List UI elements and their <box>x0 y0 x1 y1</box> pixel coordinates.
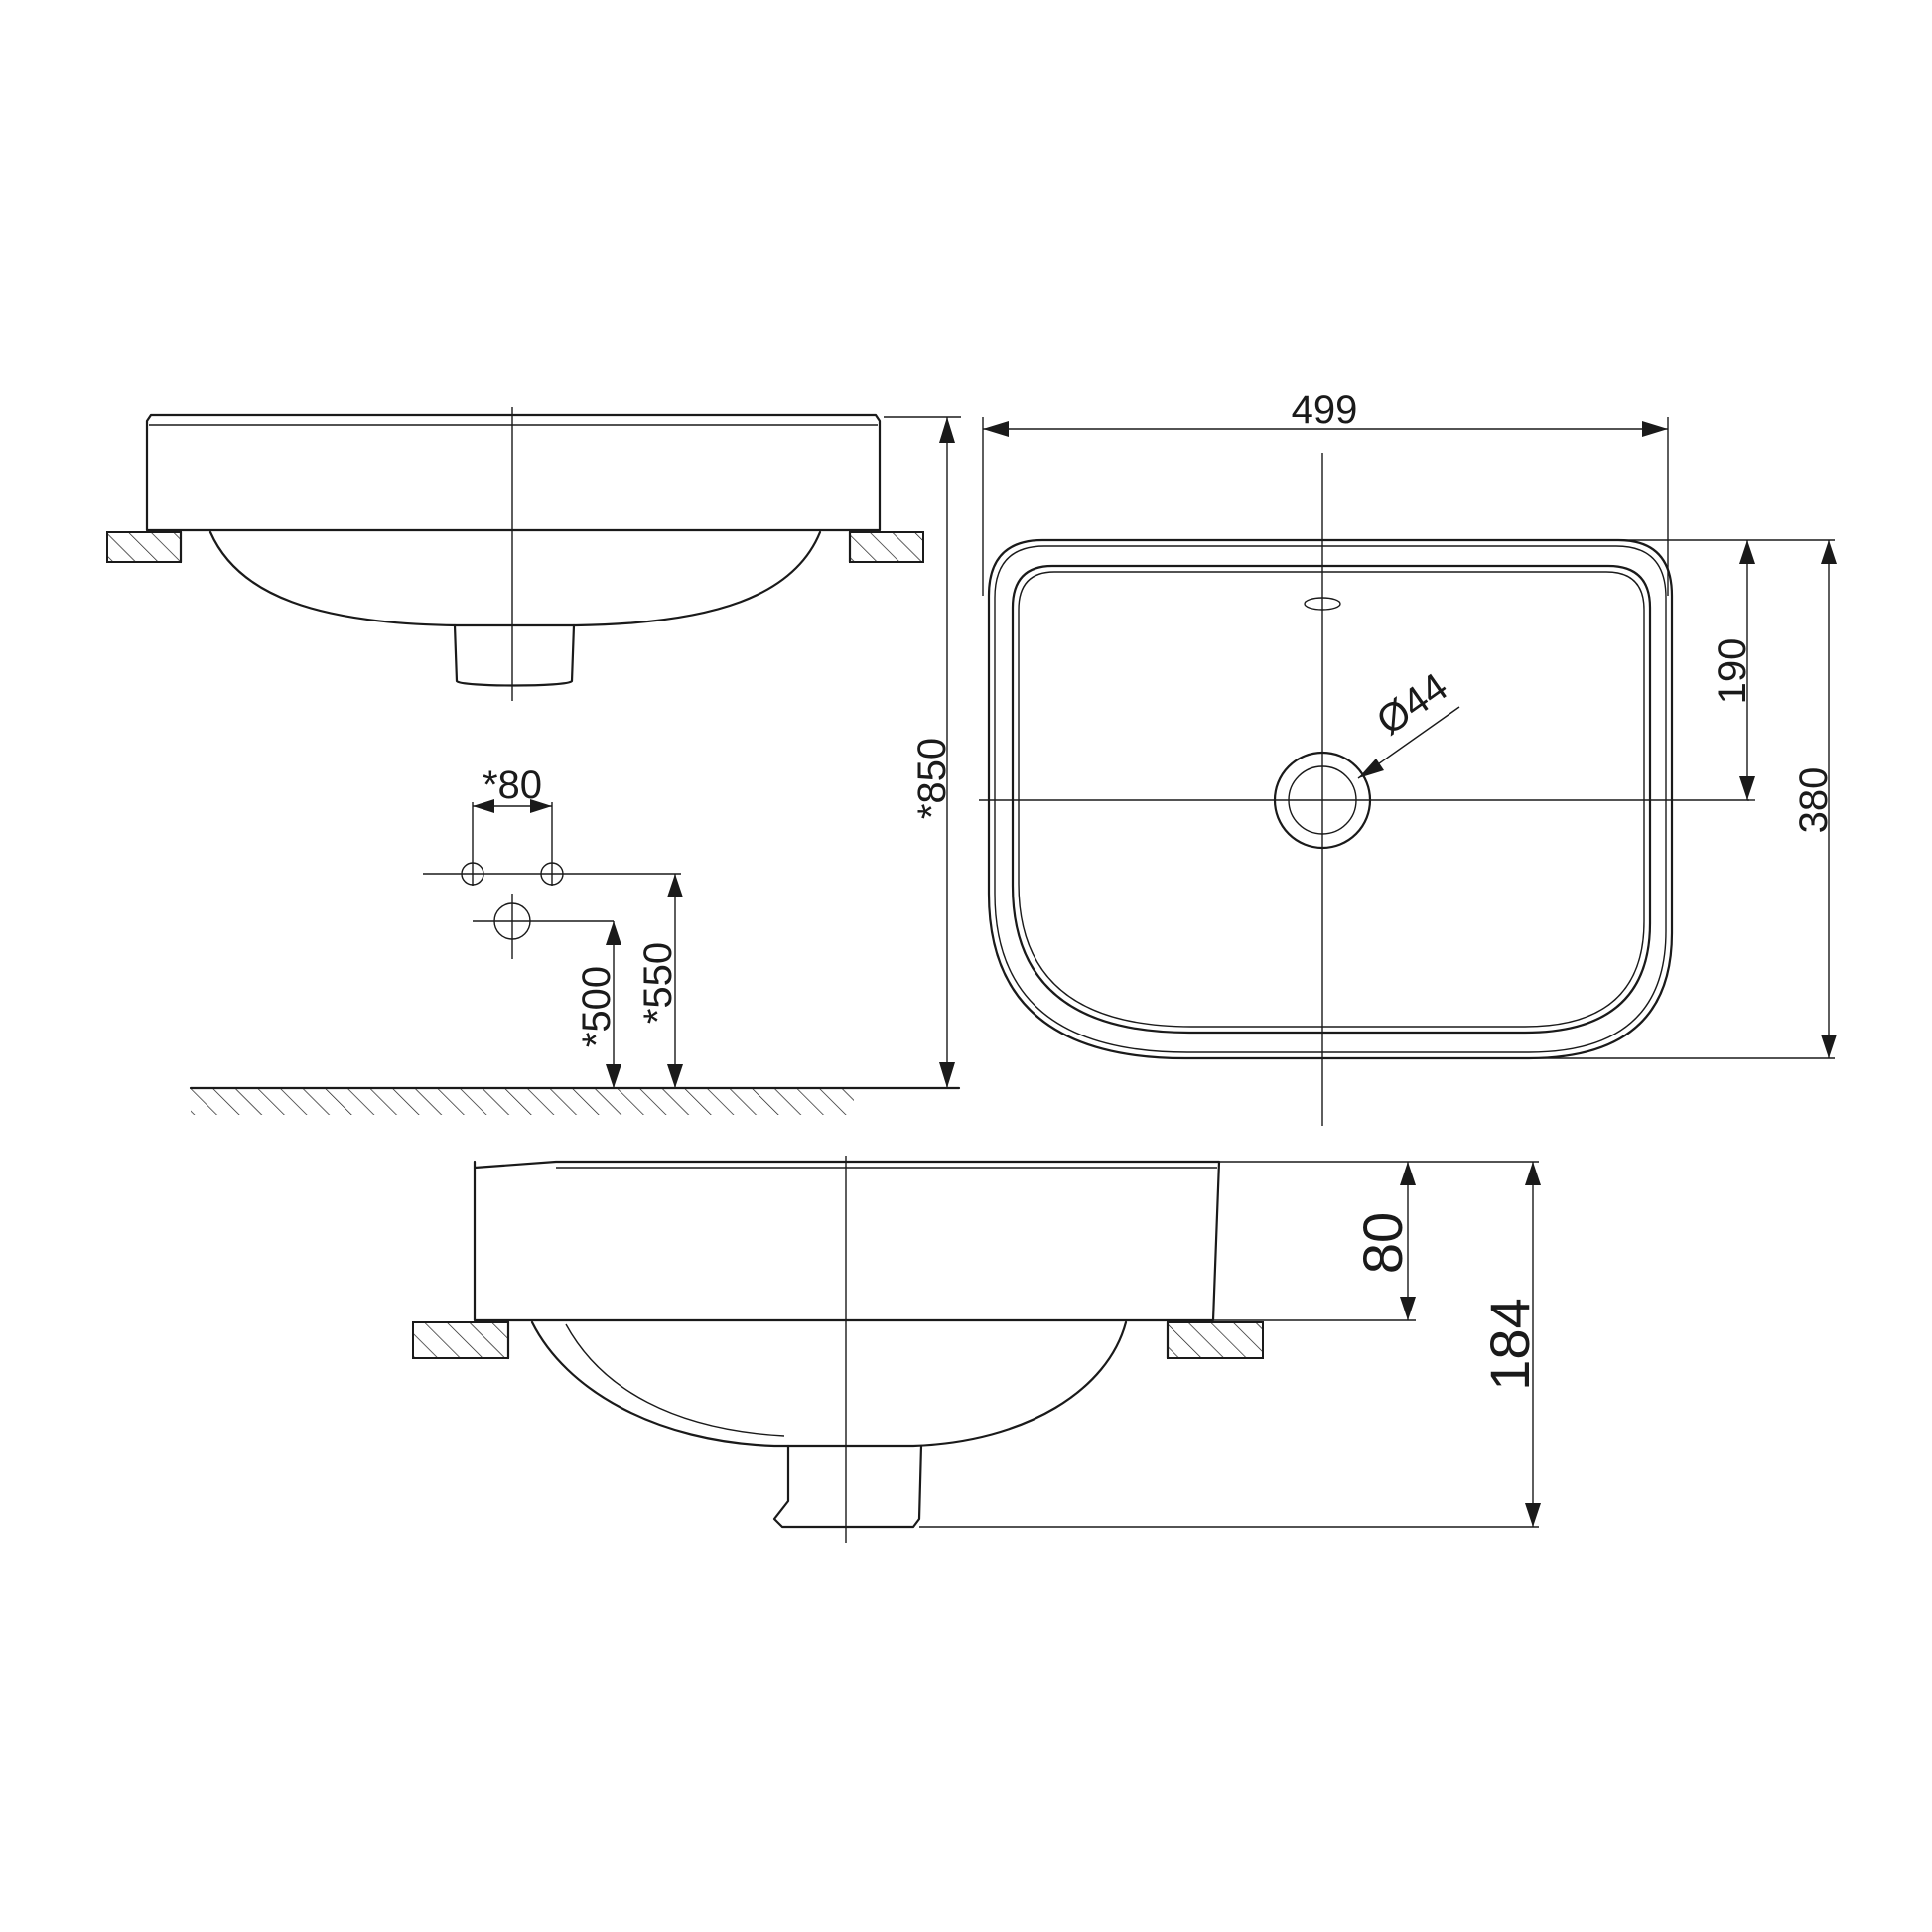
front-waste-outline <box>453 623 576 687</box>
waste-outlet-hole <box>493 902 531 940</box>
tap-position-detail: *80 *500 *550 <box>423 763 683 1088</box>
floor-line <box>189 1086 961 1115</box>
drain-outer <box>1273 751 1372 850</box>
plan-bowl-outline <box>1011 564 1652 1035</box>
side-rim-outline <box>473 1160 1221 1322</box>
dimension-depth-380: 380 <box>1529 540 1837 1059</box>
dimension-rim-80: 80 <box>1213 1161 1539 1321</box>
dimension-depth-190: 190 <box>1608 539 1835 801</box>
dimension-label-drain-diameter: Ø44 <box>1369 665 1455 744</box>
dimension-label-499: 499 <box>1292 388 1358 432</box>
dimension-width-499: 499 <box>982 388 1669 596</box>
dimension-label-tap-spacing: *80 <box>483 763 542 807</box>
front-countertop-left <box>106 531 182 563</box>
tap-hole-right <box>540 862 564 886</box>
front-bowl-outline <box>208 530 822 627</box>
side-countertop-right <box>1167 1321 1264 1359</box>
side-countertop-left <box>412 1321 509 1359</box>
side-bowl-outline <box>530 1320 1128 1448</box>
dimension-height-184: 184 <box>919 1162 1541 1528</box>
dimension-label-80: 80 <box>1351 1212 1414 1274</box>
dimension-height-850: *850 <box>884 416 961 1088</box>
front-rim-outline <box>145 413 882 532</box>
plan-outer-outline <box>987 538 1674 1060</box>
front-countertop-right <box>849 531 924 563</box>
dimension-label-184: 184 <box>1478 1298 1541 1390</box>
tap-hole-left <box>461 862 484 886</box>
dimension-label-550: *550 <box>636 942 680 1024</box>
dimension-label-190: 190 <box>1711 638 1754 705</box>
dimension-label-380: 380 <box>1792 767 1836 834</box>
drain-inner <box>1288 765 1357 835</box>
dimension-label-500: *500 <box>575 966 619 1047</box>
side-elevation-view <box>412 1156 1264 1543</box>
side-waste-outline <box>772 1444 923 1529</box>
plan-view: Ø44 <box>979 453 1749 1126</box>
front-elevation-view <box>106 407 924 701</box>
dimension-label-850: *850 <box>910 738 954 819</box>
